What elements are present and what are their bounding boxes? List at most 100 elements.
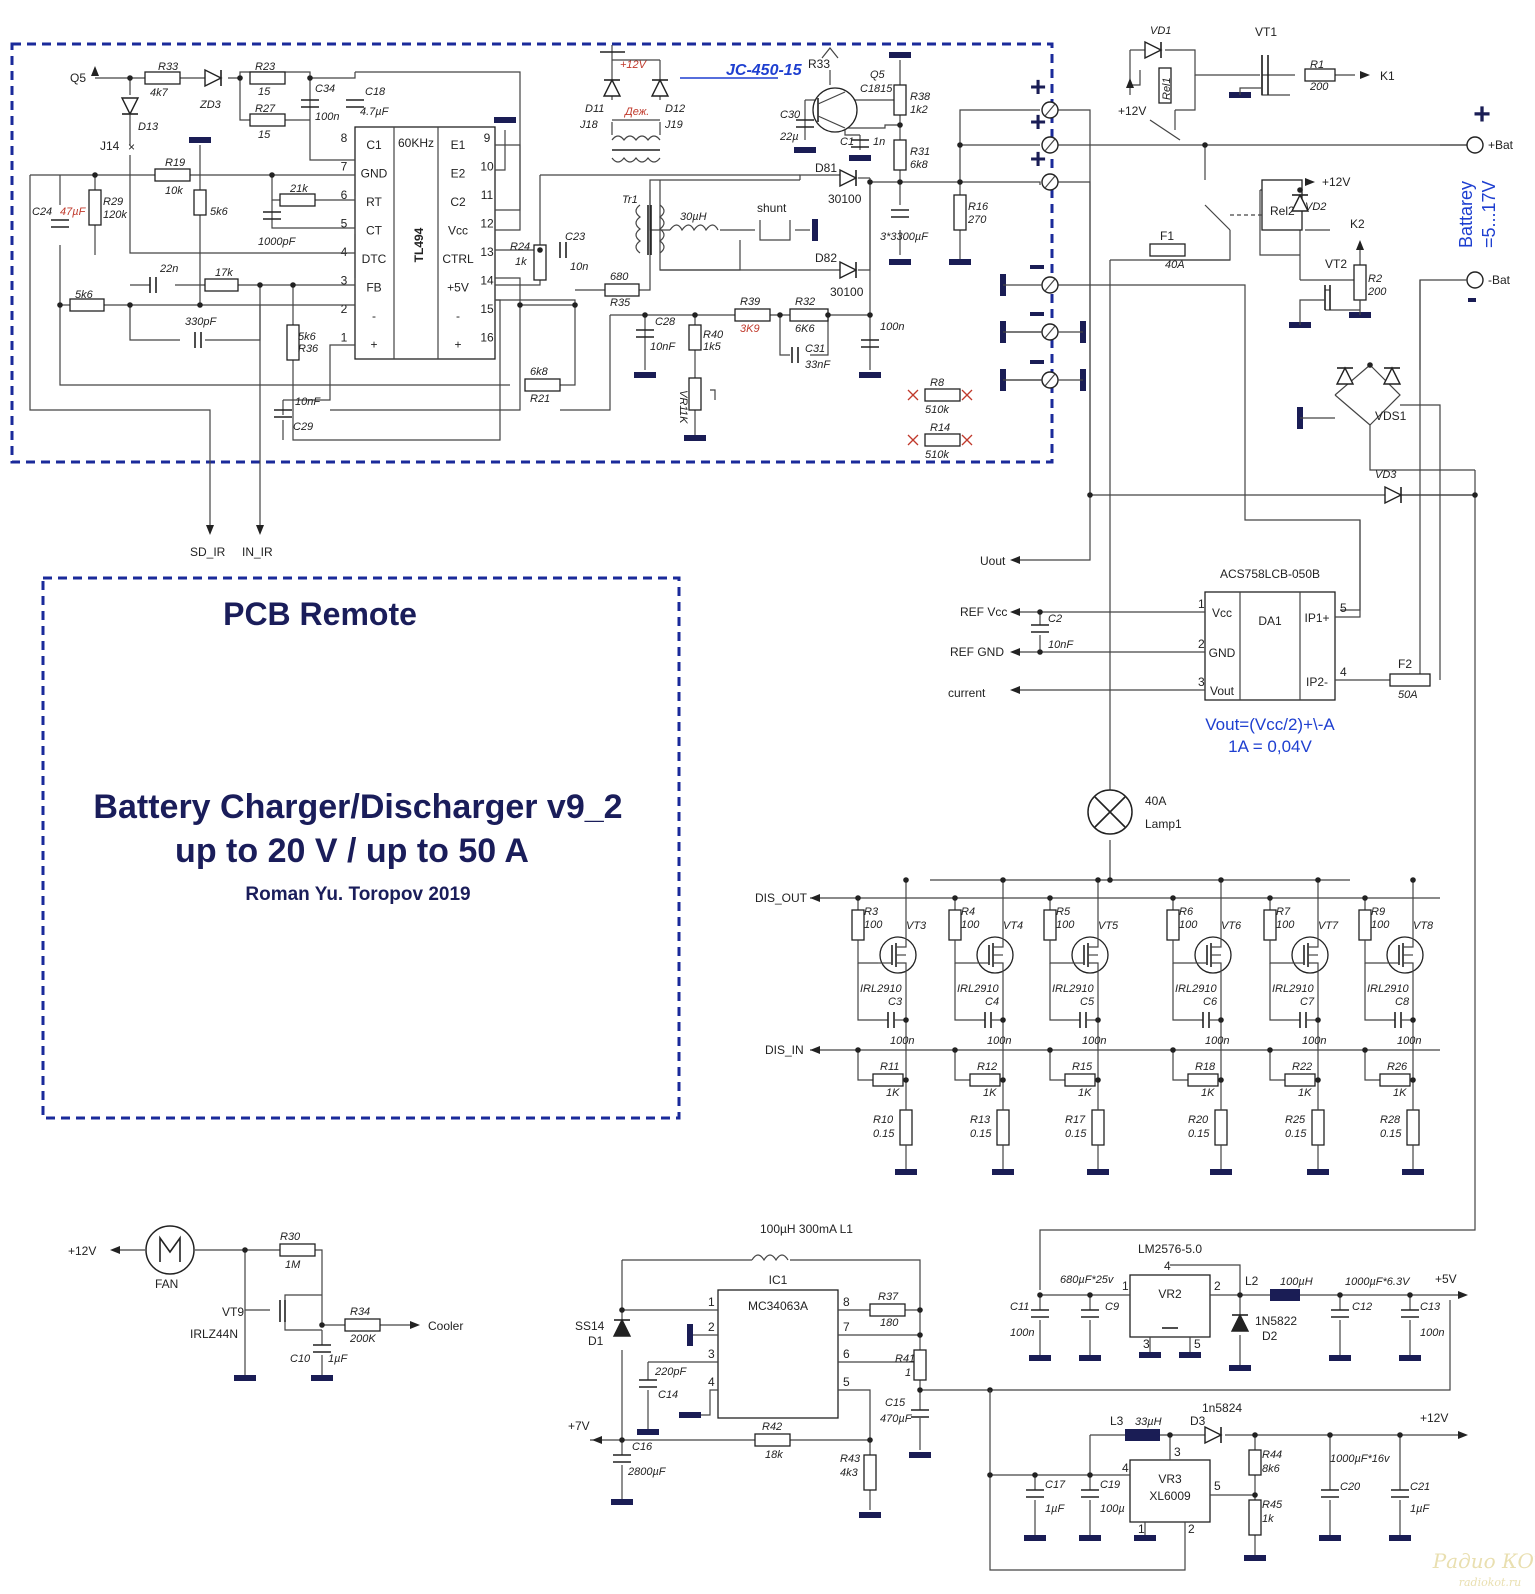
tl494-pin-left: C1 bbox=[366, 138, 382, 152]
r44-resistor bbox=[1248, 1449, 1262, 1476]
r45-resistor bbox=[1248, 1499, 1262, 1536]
da1-label: DA1 bbox=[1258, 614, 1282, 628]
stage-vt-label: VT8 bbox=[1413, 920, 1434, 932]
stage-rg-value: 1K bbox=[886, 1087, 900, 1099]
stage-r-label: R4 bbox=[961, 906, 975, 918]
vd1-diode bbox=[1144, 40, 1163, 60]
vr2-pin-3: 3 bbox=[1143, 1337, 1150, 1351]
l3-inductor bbox=[1125, 1429, 1160, 1441]
ref-gnd-arrow bbox=[1010, 648, 1020, 656]
junction-dot bbox=[1362, 895, 1368, 901]
r16-label: R16 bbox=[968, 201, 989, 213]
c16-value: 2800µF bbox=[627, 1466, 667, 1478]
r35-label: R35 bbox=[610, 297, 631, 309]
r38-resistor bbox=[893, 84, 907, 116]
r37-label: R37 bbox=[878, 1291, 899, 1303]
fan-motor bbox=[145, 1225, 195, 1275]
r21-value: 6k8 bbox=[530, 366, 549, 378]
r24-value: 1k bbox=[515, 256, 527, 268]
mc-pin-right: 5 bbox=[843, 1375, 850, 1389]
c1-value: 1n bbox=[873, 136, 885, 148]
c14-value: 220pF bbox=[654, 1366, 687, 1378]
stage-rs-label: R13 bbox=[970, 1114, 991, 1126]
p5-label: +5V bbox=[1435, 1272, 1457, 1286]
rel1-coil bbox=[1158, 67, 1172, 104]
r16-resistor bbox=[953, 194, 967, 231]
mc-pin-right: 8 bbox=[843, 1295, 850, 1309]
minus-bat-terminal bbox=[1466, 271, 1484, 289]
c9-label: C9 bbox=[1105, 1301, 1119, 1313]
choke-label: 30µH bbox=[680, 211, 707, 223]
d11-label: D11 bbox=[585, 103, 604, 115]
vr1-potentiometer bbox=[688, 377, 702, 411]
junction-dot bbox=[127, 75, 133, 81]
c23-value: 10n bbox=[570, 261, 588, 273]
c13-value: 100n bbox=[1420, 1327, 1444, 1339]
sd-ir-arrow bbox=[206, 525, 214, 535]
stage-c-value: 100n bbox=[1082, 1035, 1106, 1047]
c3300-capacitor bbox=[891, 209, 909, 218]
q5b-label: Q5 bbox=[870, 69, 886, 81]
junction-dot bbox=[517, 302, 523, 308]
stage-rs-label: R25 bbox=[1285, 1114, 1306, 1126]
current-arrow bbox=[1010, 686, 1020, 694]
discharge-mosfet bbox=[1290, 935, 1329, 975]
junction-dot bbox=[1000, 1017, 1006, 1023]
junction-dot bbox=[1327, 1432, 1333, 1438]
j18-label: J18 bbox=[579, 119, 599, 131]
r2-resistor bbox=[1353, 264, 1367, 301]
discharge-capacitor bbox=[887, 1012, 895, 1028]
d11-diode bbox=[602, 78, 622, 97]
r32-value: 6K6 bbox=[795, 323, 815, 335]
r43-label: R43 bbox=[840, 1453, 861, 1465]
r23-label: R23 bbox=[255, 61, 276, 73]
k2-arrow bbox=[1356, 240, 1364, 250]
junction-dot bbox=[242, 1247, 248, 1253]
d12-label: D12 bbox=[665, 103, 685, 115]
r41-label: R41 bbox=[895, 1353, 915, 1365]
junction-dot bbox=[1315, 1017, 1321, 1023]
r29-value: 120k bbox=[103, 209, 127, 221]
cooler-label: Cooler bbox=[428, 1319, 463, 1333]
tl494-pin-number: 2 bbox=[341, 302, 348, 316]
c22-value: 22n bbox=[159, 263, 178, 275]
junction-dot bbox=[619, 1307, 625, 1313]
stage-r-value: 100 bbox=[1276, 919, 1295, 931]
stage-r-label: R3 bbox=[864, 906, 879, 918]
c23-capacitor bbox=[559, 242, 567, 258]
stage-c-label: C7 bbox=[1300, 996, 1315, 1008]
junction-dot bbox=[1087, 492, 1093, 498]
r5k6-value: 5k6 bbox=[210, 206, 229, 218]
stage-r-value: 100 bbox=[864, 919, 883, 931]
acs758-wiring bbox=[1020, 520, 1390, 880]
p12b-label: +12V bbox=[1322, 175, 1350, 189]
r32-label: R32 bbox=[795, 296, 815, 308]
watermark-site: radiokot.ru bbox=[1459, 1576, 1522, 1589]
vr3-pin-4: 4 bbox=[1122, 1461, 1129, 1475]
vr3-label: VR3 bbox=[1158, 1472, 1182, 1486]
c18-capacitor bbox=[346, 99, 364, 108]
stage-c-value: 100n bbox=[890, 1035, 914, 1047]
psu-wiring bbox=[29, 45, 1041, 530]
acs-pin-3: 3 bbox=[1198, 675, 1205, 689]
stage-c-value: 100n bbox=[1205, 1035, 1229, 1047]
c29-value: 10nF bbox=[295, 396, 321, 408]
r21-resistor bbox=[524, 378, 561, 392]
vr2-label: VR2 bbox=[1158, 1287, 1182, 1301]
r14-resistor bbox=[924, 433, 961, 447]
vd3-label: VD3 bbox=[1375, 469, 1397, 481]
c28-label: C28 bbox=[655, 316, 676, 328]
tl494-pin-number: 10 bbox=[480, 160, 494, 174]
tl494-pin-number: 16 bbox=[480, 331, 494, 345]
r40-value: 1k5 bbox=[703, 341, 722, 353]
stage-rs-label: R20 bbox=[1188, 1114, 1209, 1126]
title-line-1: Battery Charger/Discharger v9_2 bbox=[93, 788, 622, 826]
acs-pin-2: 2 bbox=[1198, 637, 1205, 651]
junction-dot bbox=[1218, 1017, 1224, 1023]
junction-dot bbox=[1410, 1077, 1416, 1083]
junction-dot bbox=[197, 302, 203, 308]
ic1-label: IC1 bbox=[769, 1273, 788, 1287]
stage-r-value: 100 bbox=[1056, 919, 1075, 931]
